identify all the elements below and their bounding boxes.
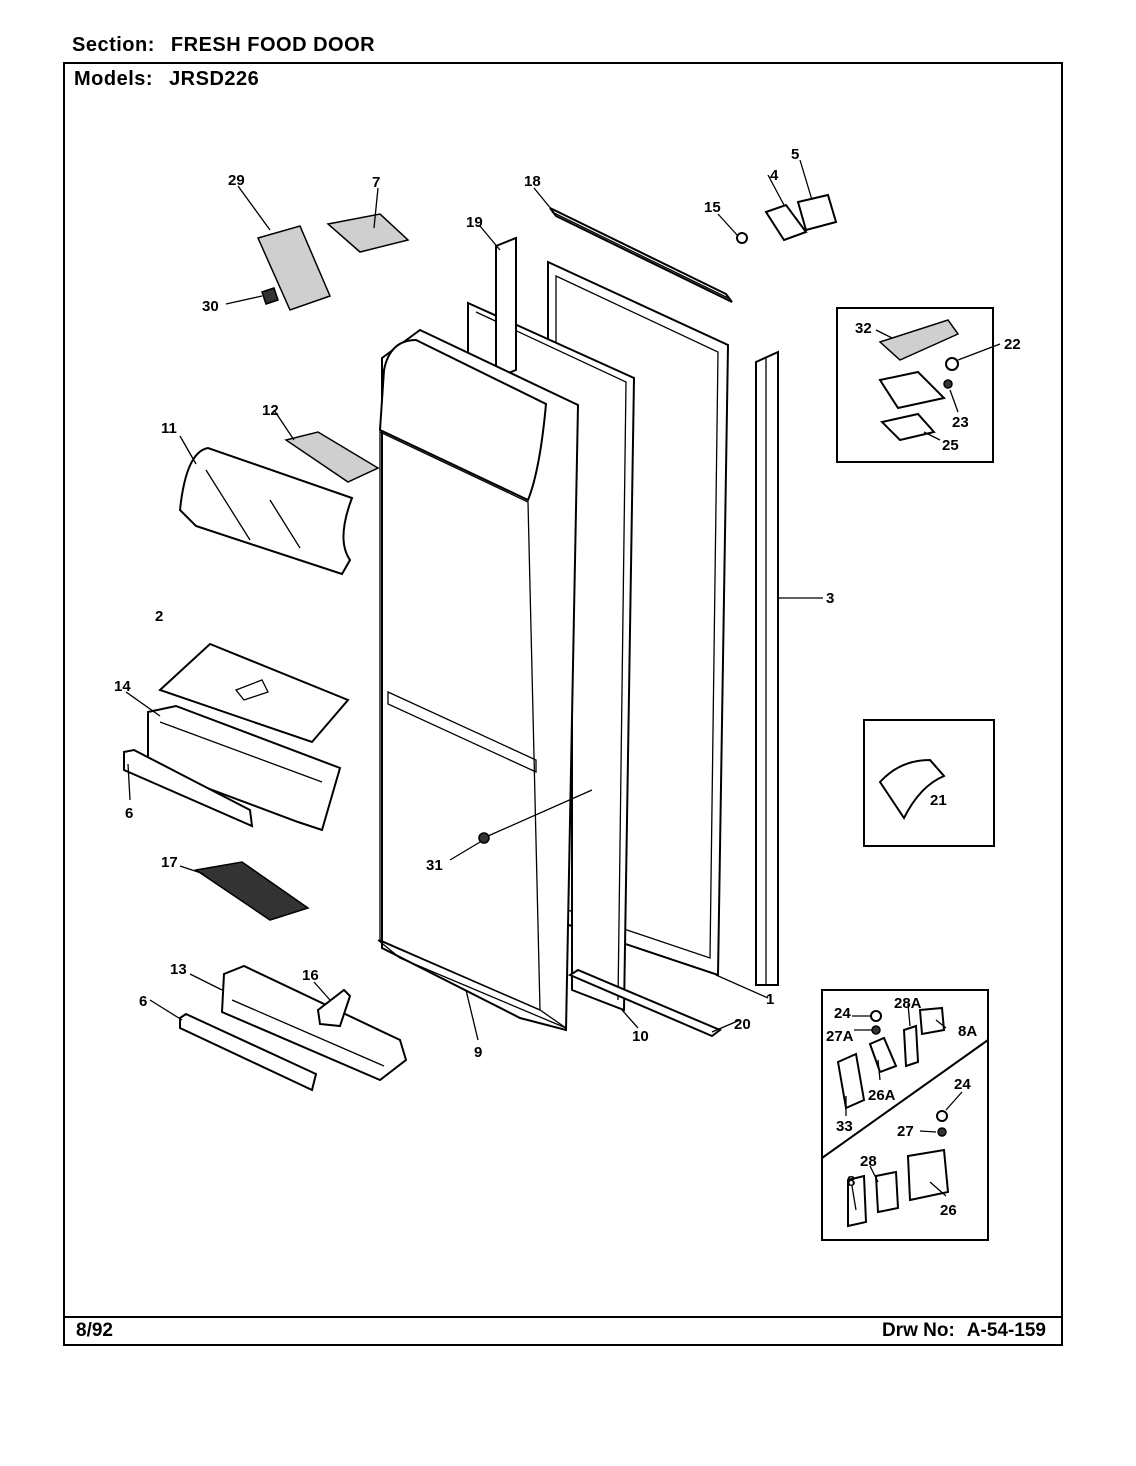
inset-hinge-parts-bottom	[821, 989, 989, 1241]
callout-30: 30	[202, 298, 219, 315]
callout-26: 26	[940, 1202, 957, 1219]
callout-25: 25	[942, 437, 959, 454]
callout-23: 23	[952, 414, 969, 431]
part-31-screw	[478, 789, 593, 844]
callout-3: 3	[826, 590, 834, 607]
callout-6a: 6	[125, 805, 133, 822]
callout-22: 22	[1004, 336, 1021, 353]
drawing-number: Drw No: A-54-159	[882, 1320, 1046, 1342]
part-18-top-strip	[549, 207, 733, 303]
part-12-shelf	[284, 431, 380, 483]
inset-part-21	[863, 719, 995, 847]
callout-8A: 8A	[958, 1023, 977, 1040]
callout-28: 28	[860, 1153, 877, 1170]
callout-21: 21	[930, 792, 947, 809]
callout-17: 17	[161, 854, 178, 871]
part-13-bottom-bin	[220, 964, 408, 1082]
callout-11: 11	[161, 420, 177, 437]
callout-24a: 24	[834, 1005, 851, 1022]
callout-10: 10	[632, 1028, 649, 1045]
callout-14: 14	[114, 678, 131, 695]
part-9-door-liner	[377, 328, 580, 1032]
drawing-number-value: A-54-159	[966, 1320, 1046, 1341]
callout-33: 33	[836, 1118, 853, 1135]
drawing-frame	[63, 62, 1063, 1346]
part-2-cover	[158, 642, 350, 744]
callout-15: 15	[704, 199, 721, 216]
callout-numbers: 1 2 3 4 5 6 6 7 8 8A 9 10 11 12 13 14 15…	[114, 146, 1021, 1219]
part-6-lower-trim	[179, 1012, 318, 1092]
part-20-bottom-strip	[567, 968, 722, 1038]
callout-26A: 26A	[868, 1087, 896, 1104]
callout-20: 20	[734, 1016, 751, 1033]
part-19-hinge-strip	[495, 236, 517, 380]
drawing-date: 8/92	[76, 1320, 113, 1341]
callout-5: 5	[791, 146, 799, 163]
section-key: Section:	[72, 34, 155, 56]
part-7-hinge	[326, 213, 410, 253]
callout-19: 19	[466, 214, 483, 231]
callout-28A: 28A	[894, 995, 922, 1012]
models-heading: Models: JRSD226	[74, 68, 259, 91]
callout-24b: 24	[954, 1076, 971, 1093]
callout-16: 16	[302, 967, 319, 984]
callout-4: 4	[770, 167, 779, 184]
part-6-upper-trim	[123, 748, 254, 828]
part-15-screw	[736, 232, 748, 244]
part-29-bracket	[256, 225, 332, 311]
callout-31: 31	[426, 857, 443, 874]
leader-lines	[125, 159, 1001, 1211]
part-5-cap	[796, 193, 838, 232]
part-16-bracket	[316, 988, 352, 1028]
callout-18: 18	[524, 173, 541, 190]
callout-1: 1	[766, 991, 774, 1008]
callout-27A: 27A	[826, 1028, 854, 1045]
part-11-dairy-door	[178, 446, 354, 576]
inset-hinge-parts-top	[836, 307, 994, 463]
callout-12: 12	[262, 402, 279, 419]
models-value: JRSD226	[169, 68, 260, 90]
callout-6b: 6	[139, 993, 147, 1010]
part-30-clip	[261, 287, 279, 305]
part-3-trim-strip	[755, 350, 779, 986]
callout-29: 29	[228, 172, 245, 189]
part-4-cap	[764, 203, 808, 242]
callout-27: 27	[897, 1123, 914, 1140]
callout-32: 32	[855, 320, 872, 337]
section-value: FRESH FOOD DOOR	[170, 34, 376, 56]
callout-7: 7	[372, 174, 380, 191]
callout-9: 9	[474, 1044, 482, 1061]
section-heading: Section: FRESH FOOD DOOR	[72, 34, 375, 57]
drawing-number-key: Drw No:	[881, 1320, 955, 1341]
callout-2: 2	[155, 608, 163, 625]
callout-8: 8	[847, 1173, 855, 1190]
callout-13: 13	[170, 961, 187, 978]
models-key: Models:	[74, 68, 154, 90]
footer-divider	[63, 1316, 1063, 1318]
part-17-tray	[194, 861, 310, 921]
